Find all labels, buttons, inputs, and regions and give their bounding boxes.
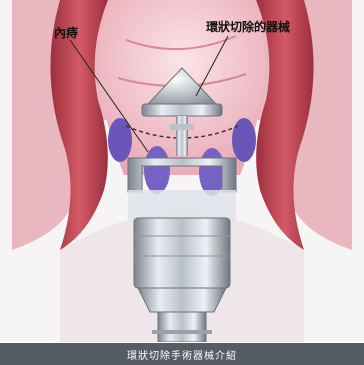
hemorrhoid-right: [232, 118, 256, 162]
stapler-chamber: [128, 190, 236, 222]
stapler-barrel: [134, 218, 230, 288]
label-internal-hemorrhoid: 內痔: [54, 24, 78, 41]
handle-ring: [152, 330, 212, 334]
caption-text: 環狀切除手術器械介紹: [127, 347, 237, 362]
stapler-taper: [138, 288, 226, 312]
hemorrhoid-center-left: [144, 146, 170, 194]
anvil-shaft-ring: [170, 124, 194, 130]
hemorrhoid-center-right: [199, 148, 225, 196]
caption-bar: 環狀切除手術器械介紹: [0, 343, 364, 365]
stapler-handle: [158, 312, 206, 342]
surgical-illustration: [0, 0, 364, 342]
anvil-head: [142, 104, 222, 116]
anvil-shaft: [176, 116, 188, 156]
label-circular-stapler: 環狀切除的器械: [206, 18, 290, 35]
